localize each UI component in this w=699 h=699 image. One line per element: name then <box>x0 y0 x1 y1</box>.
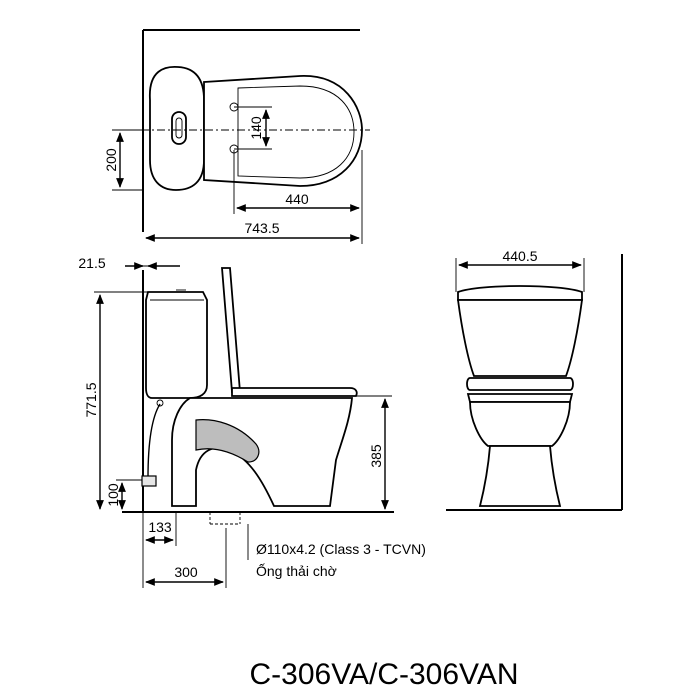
front-view-pedestal <box>478 445 562 507</box>
front-view-tank <box>456 299 584 377</box>
angle-valve <box>141 475 157 487</box>
side-view-seat <box>231 387 358 397</box>
side-view-dim-total-height: 771.5 <box>83 382 99 417</box>
top-view-wall <box>142 29 360 232</box>
top-view-dim-total-length: 743.5 <box>244 220 279 236</box>
side-view-tank <box>145 291 208 399</box>
side-view-dim-wall-gap: 21.5 <box>78 255 105 271</box>
side-view-dim-outlet-offset: 300 <box>174 564 198 580</box>
side-view: 21.5 771.5 100 133 300 385 <box>78 255 394 588</box>
top-view-dim-tank-depth: 200 <box>103 148 119 172</box>
front-view-bowl <box>469 401 571 447</box>
front-view: 440.5 <box>446 248 623 511</box>
top-view-dim-seat-length: 440 <box>285 191 309 207</box>
side-view-dim-supply-offset: 133 <box>148 519 172 535</box>
top-view: 200 140 440 743.5 <box>103 29 370 244</box>
top-view-dim-seat-hole: 140 <box>248 116 264 140</box>
side-view-dim-seat-height: 385 <box>368 444 384 468</box>
front-view-dim-width: 440.5 <box>502 248 537 264</box>
trapway <box>195 419 260 463</box>
flush-button <box>171 111 187 145</box>
outlet-pipe-spec: Ø110x4.2 (Class 3 - TCVN) <box>256 541 426 557</box>
outlet-pipe-label: Ống thải chờ <box>256 562 337 579</box>
outlet-note: Ø110x4.2 (Class 3 - TCVN) Ống thải chờ <box>256 541 426 579</box>
drain-pipe <box>209 512 241 525</box>
side-view-lid <box>221 267 241 393</box>
front-view-seat <box>466 377 574 391</box>
top-view-bowl <box>203 75 363 187</box>
side-view-bowl <box>171 397 353 507</box>
front-view-tank-lid <box>457 285 583 301</box>
model-name: C-306VA/C-306VAN <box>249 658 518 691</box>
top-view-seat <box>237 85 355 179</box>
side-view-dim-supply-height: 100 <box>105 483 121 507</box>
